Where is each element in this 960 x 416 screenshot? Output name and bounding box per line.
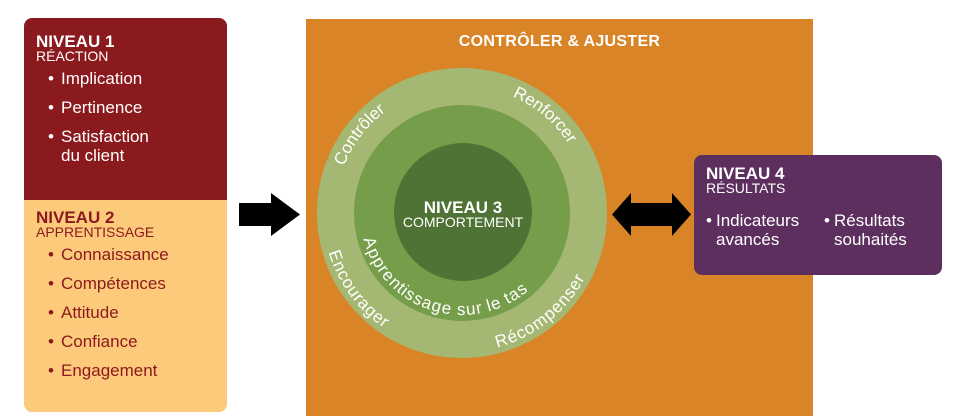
- level-2-list: Connaissance Compétences Attitude Confia…: [36, 245, 227, 380]
- level-3-subtitle: COMPORTEMENT: [403, 214, 524, 230]
- inner-circle: [394, 143, 532, 281]
- level-2-item: Connaissance: [48, 245, 227, 264]
- level-1-list: Implication Pertinence Satisfaction du c…: [36, 69, 227, 165]
- level-1-subtitle: RÉACTION: [36, 48, 109, 64]
- level-1-item: Implication: [48, 69, 227, 88]
- level-2-box: NIVEAU 2 APPRENTISSAGE Connaissance Comp…: [24, 200, 227, 412]
- level-2-item: Compétences: [48, 274, 227, 293]
- level-2-item: Attitude: [48, 303, 227, 322]
- level-4-list: Indicateurs avancés Résultats souhaités: [706, 211, 942, 249]
- right-arrow-icon: [239, 193, 300, 236]
- level-1-item: Pertinence: [48, 98, 227, 117]
- level-4-box: NIVEAU 4 RÉSULTATS Indicateurs avancés R…: [694, 155, 942, 275]
- double-arrow-icon: [612, 193, 691, 236]
- level-3-title: NIVEAU 3: [424, 198, 502, 217]
- level-4-item: Résultats souhaités: [824, 211, 914, 249]
- level-1-item: Satisfaction du client: [48, 127, 171, 165]
- control-adjust-title: CONTRÔLER & AJUSTER: [458, 33, 661, 50]
- level-4-item: Indicateurs avancés: [706, 211, 808, 249]
- level-1-box: NIVEAU 1 RÉACTION Implication Pertinence…: [24, 18, 227, 200]
- level-2-subtitle: APPRENTISSAGE: [36, 224, 155, 240]
- level-4-subtitle: RÉSULTATS: [706, 180, 786, 196]
- level-1-title: NIVEAU 1: [36, 32, 115, 51]
- level-2-title: NIVEAU 2: [36, 208, 115, 227]
- level-4-title: NIVEAU 4: [706, 164, 785, 183]
- level-2-item: Confiance: [48, 332, 227, 351]
- level-2-item: Engagement: [48, 361, 227, 380]
